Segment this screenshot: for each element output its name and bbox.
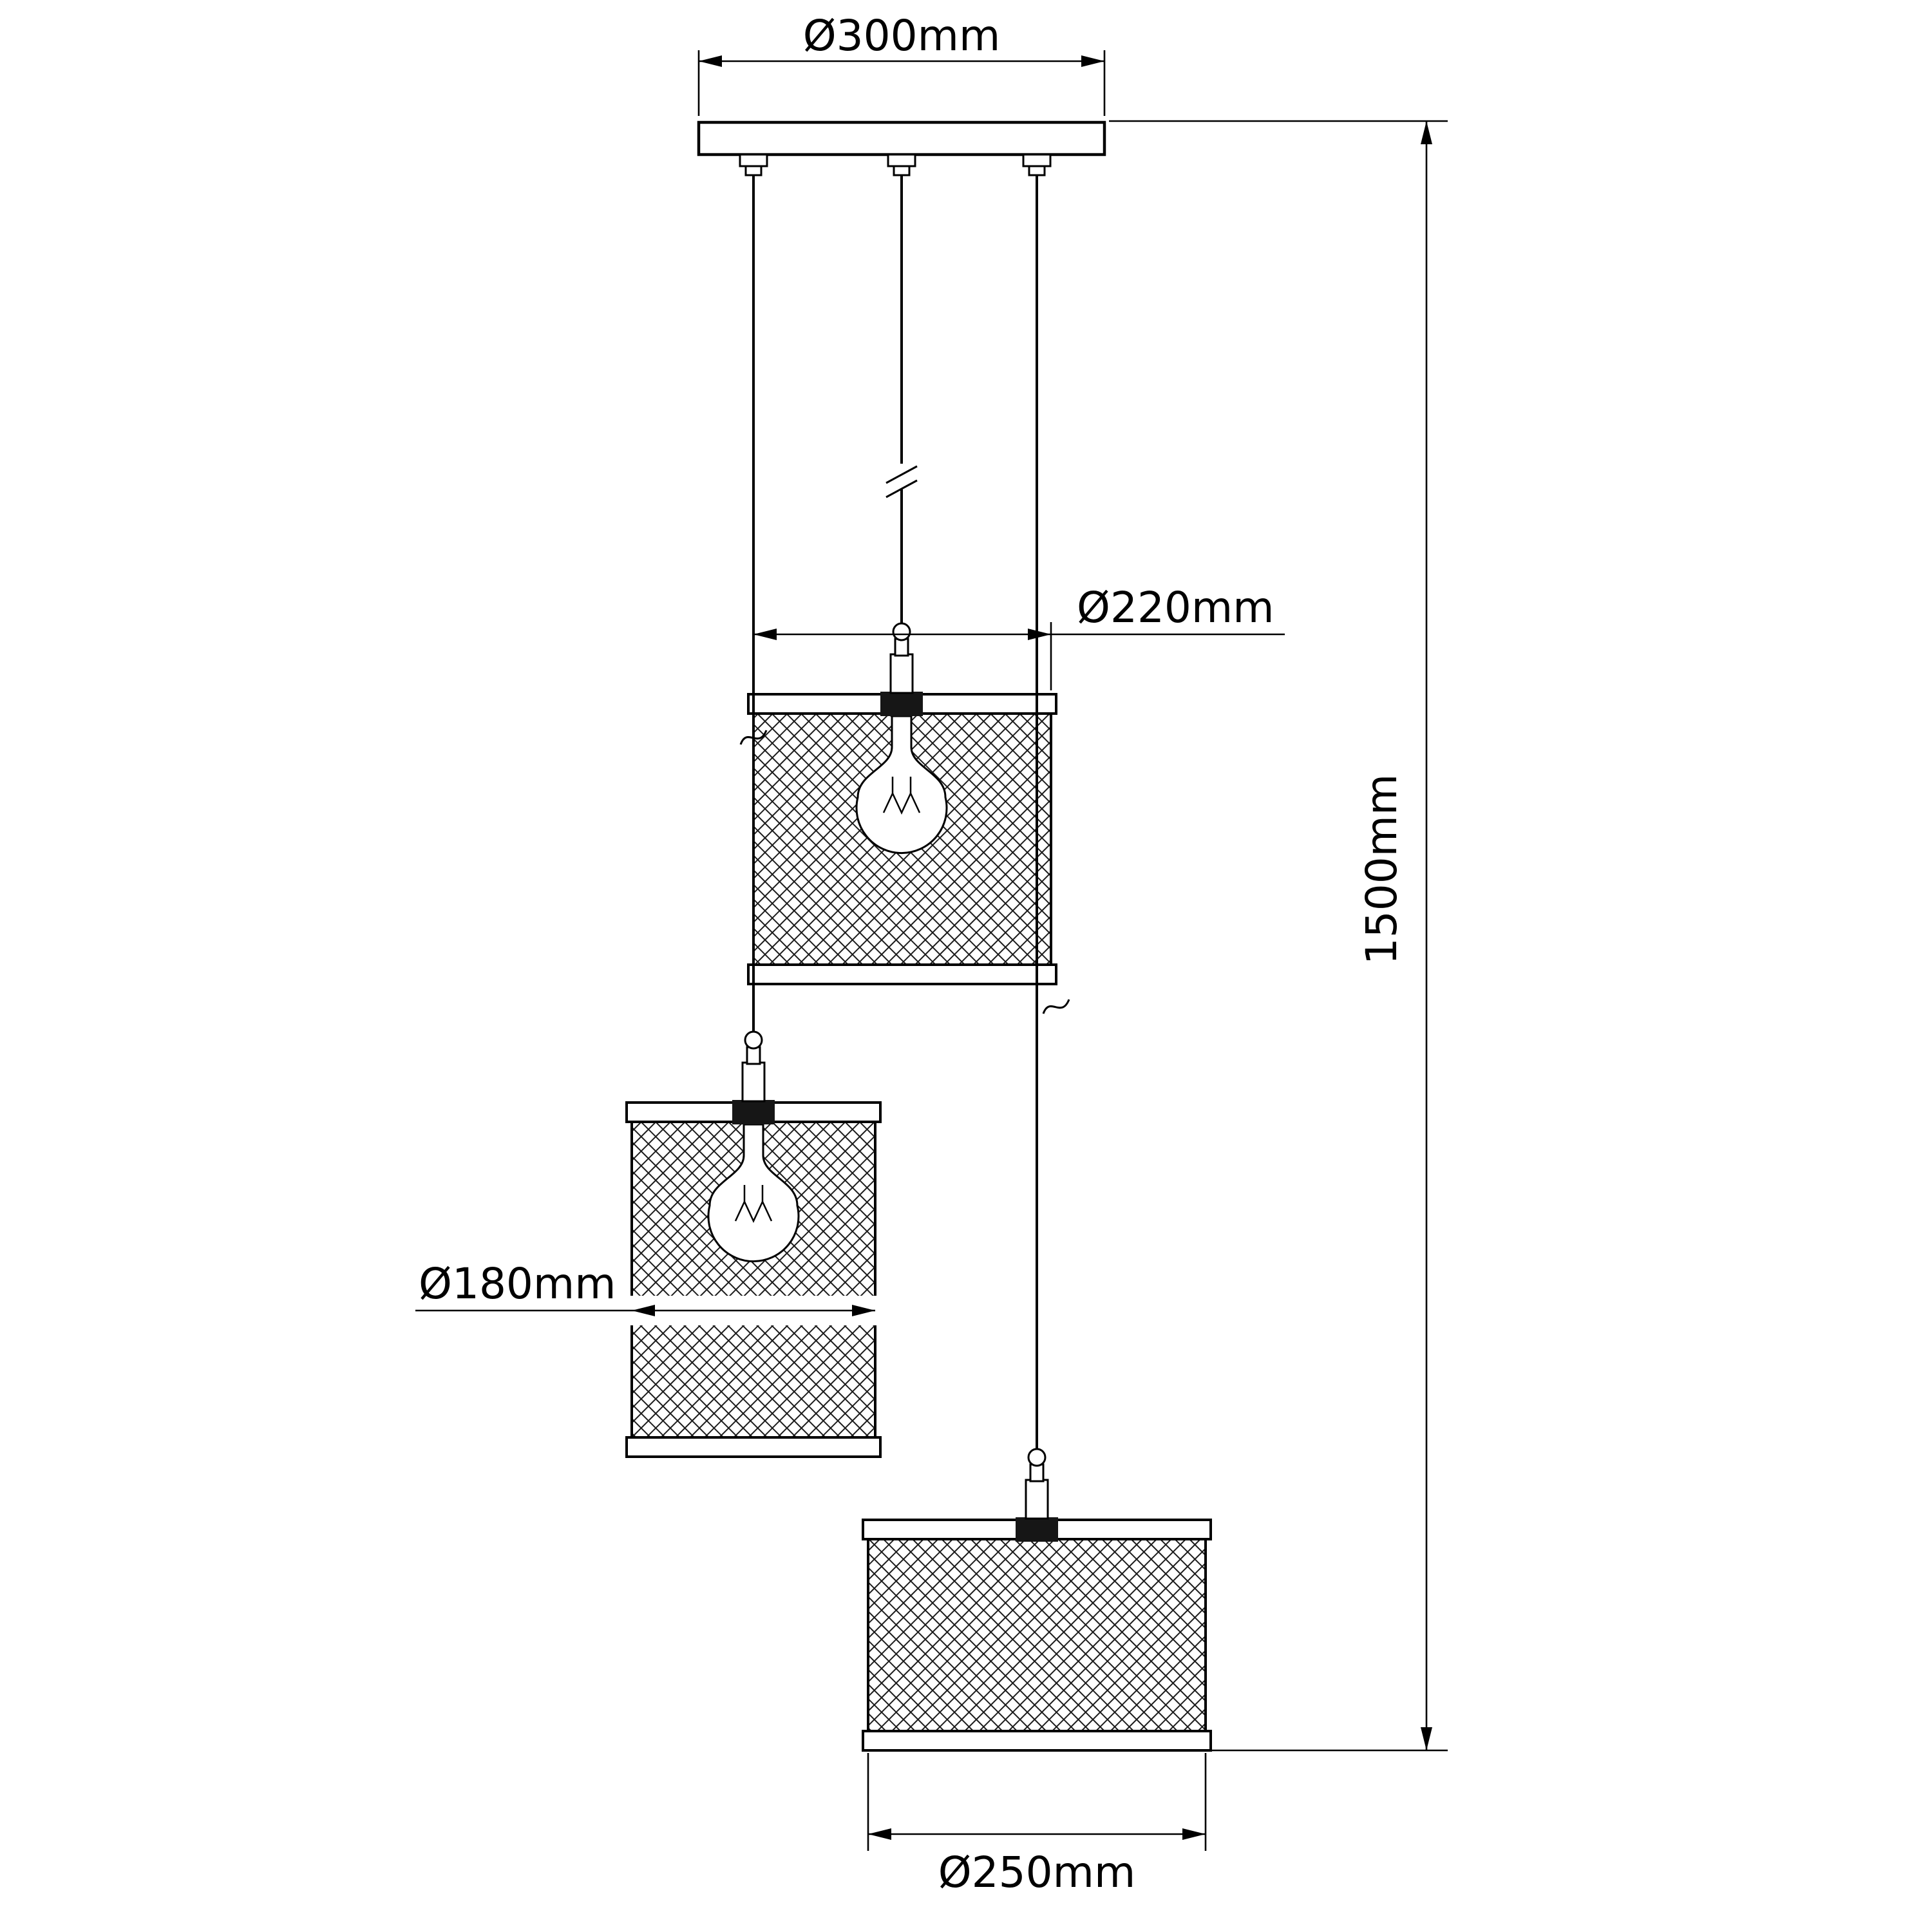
cord-fitting-right [1022, 153, 1052, 167]
socket-body-right [1025, 1479, 1049, 1520]
socket-neck-left [746, 1046, 761, 1065]
arrow-300-left [699, 55, 722, 67]
suspension-cords [752, 175, 1038, 1450]
arrow-250-right [1182, 1828, 1206, 1840]
shade-left-bottom-rim [625, 1436, 882, 1458]
lamp-sockets [741, 622, 1049, 1520]
dimension-label-middle-220: Ø220mm [1077, 583, 1274, 632]
arrow-1500-top [1421, 121, 1432, 144]
ceiling-canopy [697, 120, 1106, 176]
socket-body-left [741, 1061, 766, 1103]
dimension-arrowheads [632, 55, 1432, 1840]
cord-grip-middle [892, 622, 911, 641]
dimension-label-right-250: Ø250mm [938, 1848, 1136, 1897]
bulb-holder-left [732, 1100, 775, 1124]
bulb-holder-middle [880, 692, 923, 716]
arrow-180-left [632, 1305, 655, 1316]
cord-fitting-middle-nipple [893, 165, 911, 176]
shade-right [862, 1517, 1212, 1752]
shade-right-bottom-rim [862, 1730, 1212, 1752]
cord-fitting-middle [887, 153, 916, 167]
dimension-label-left-180: Ø180mm [419, 1259, 616, 1309]
shade-middle-bottom-rim [747, 963, 1057, 985]
arrow-220-left [753, 629, 777, 640]
mesh-right [867, 1538, 1207, 1732]
arrow-180-right [852, 1305, 875, 1316]
cord-grip-left [744, 1030, 763, 1050]
dimension-line-220 [753, 622, 1285, 690]
arrow-300-right [1081, 55, 1104, 67]
dimension-line-1500 [1109, 120, 1448, 1752]
bulb-holder-right [1016, 1517, 1058, 1542]
arrow-250-left [868, 1828, 891, 1840]
socket-neck-middle [894, 638, 909, 657]
cord-fitting-right-nipple [1028, 165, 1046, 176]
arrow-1500-bottom [1421, 1727, 1432, 1750]
bulb-filament-middle [882, 777, 921, 815]
cord-break-symbol [886, 464, 918, 498]
break-squiggle-upper [739, 730, 768, 745]
cord-grip-right [1027, 1448, 1046, 1467]
light-bulb-middle [855, 715, 948, 855]
dimension-line-250 [867, 1753, 1207, 1851]
canopy-plate [697, 120, 1106, 156]
dimension-label-canopy-300: Ø300mm [803, 11, 1001, 61]
bulb-filament-left [734, 1185, 773, 1223]
arrow-220-right [1028, 629, 1051, 640]
cord-fitting-left [739, 153, 768, 167]
light-bulb-left [707, 1123, 800, 1263]
socket-neck-right [1029, 1463, 1045, 1482]
break-squiggle-lower [1042, 999, 1070, 1014]
dimension-label-height-1500: 1500mm [1357, 774, 1406, 965]
dimension-lines [415, 50, 1448, 1851]
shade-left [625, 1100, 882, 1458]
cord-fitting-left-nipple [744, 165, 762, 176]
shade-middle [747, 692, 1057, 985]
socket-body-middle [889, 653, 914, 694]
